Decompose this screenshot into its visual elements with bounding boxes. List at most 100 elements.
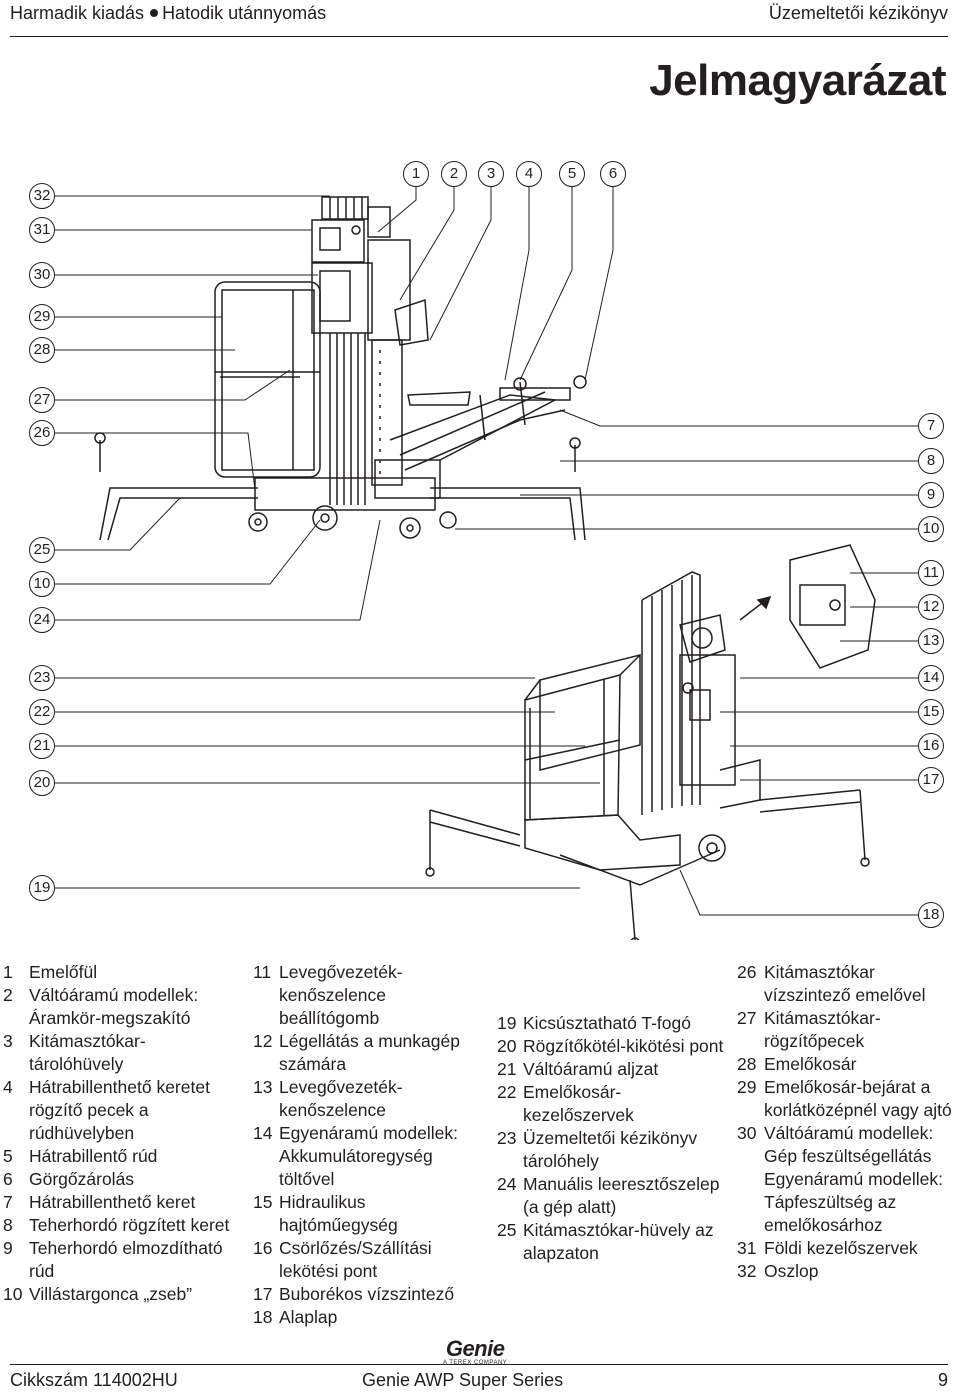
legend-number: 15 (253, 1192, 273, 1212)
callout-23: 23 (29, 665, 55, 691)
legend-number: 23 (497, 1128, 517, 1148)
callout-12: 12 (918, 594, 944, 620)
legend-number: 17 (253, 1284, 273, 1304)
legend-number: 26 (737, 962, 757, 982)
callout-26: 26 (29, 420, 55, 446)
printing-label: Hatodik utánnyomás (162, 3, 327, 23)
legend-item: 23 Üzemeltetői kézikönyv tárolóhely (497, 1127, 730, 1173)
legend-item: 10 Villástargonca „zseb” (3, 1283, 240, 1306)
callout-2: 2 (441, 161, 467, 187)
callout-3: 3 (478, 161, 504, 187)
callout-10-right: 10 (918, 516, 944, 542)
legend-number: 28 (737, 1054, 757, 1074)
legend-text: Egyenáramú modellek: Akkumulátoregység t… (279, 1123, 458, 1189)
callout-4: 4 (516, 161, 542, 187)
legend-text: Hidraulikus hajtóműegység (279, 1192, 398, 1235)
callout-7: 7 (918, 413, 944, 439)
legend-text: Kitámasztókar-tárolóhüvely (29, 1031, 146, 1074)
legend-number: 2 (3, 985, 13, 1005)
legend-number: 19 (497, 1013, 517, 1033)
legend-text: Hátrabillentő rúd (29, 1146, 158, 1166)
leader-lines (55, 187, 918, 916)
legend-number: 1 (3, 962, 13, 982)
legend-text: Teherhordó elmozdítható rúd (29, 1238, 223, 1281)
callout-32: 32 (29, 183, 55, 209)
legend-number: 27 (737, 1008, 757, 1028)
legend-text: Levegővezeték-kenőszelence (279, 1077, 403, 1120)
bullet-icon (150, 9, 159, 18)
legend-text: Kitámasztókar vízszintező emelővel (764, 962, 926, 1005)
callout-25: 25 (29, 537, 55, 563)
legend-text: Üzemeltetői kézikönyv tárolóhely (523, 1128, 698, 1171)
legend-number: 10 (3, 1284, 23, 1304)
callout-22: 22 (29, 699, 55, 725)
legend-number: 25 (497, 1220, 517, 1240)
logo-wordmark: Genie (445, 1336, 505, 1361)
legend-text: Villástargonca „zseb” (29, 1284, 193, 1304)
legend-number: 29 (737, 1077, 757, 1097)
legend-number: 5 (3, 1146, 13, 1166)
legend-text: Váltóáramú modellek: Áramkör-megszakító (29, 985, 199, 1028)
legend-item: 28 Emelőkosár (737, 1053, 959, 1076)
legend-text: Földi kezelőszervek (764, 1238, 918, 1258)
legend-text: Emelőkosár (764, 1054, 857, 1074)
legend-item: 25 Kitámasztókar-hüvely az alapzaton (497, 1219, 730, 1265)
series-name: Genie AWP Super Series (362, 1370, 564, 1390)
callout-19: 19 (29, 875, 55, 901)
legend-text: Levegővezeték-kenőszelence beállítógomb (279, 962, 403, 1028)
callout-14: 14 (918, 665, 944, 691)
legend-text: Váltóáramú modellek: Gép feszültségellát… (764, 1123, 943, 1235)
legend-text: Manuális leeresztőszelep (a gép alatt) (523, 1174, 720, 1217)
legend-text: Emelőkosár-kezelőszervek (523, 1082, 634, 1125)
callout-8: 8 (918, 448, 944, 474)
legend-number: 18 (253, 1307, 273, 1327)
part-number: Cikkszám 114002HU (10, 1370, 178, 1390)
legend-number: 20 (497, 1036, 517, 1056)
legend-number: 3 (3, 1031, 13, 1051)
legend-text: Csörlőzés/Szállítási lekötési pont (279, 1238, 432, 1281)
manual-label: Üzemeltetői kézikönyv (768, 3, 948, 23)
legend-text: Kicsúsztatható T-fogó (523, 1013, 691, 1033)
legend-item: 22 Emelőkosár-kezelőszervek (497, 1081, 730, 1127)
callout-30: 30 (29, 262, 55, 288)
legend-item: 19 Kicsúsztatható T-fogó (497, 1012, 730, 1035)
callout-20: 20 (29, 770, 55, 796)
legend-text: Teherhordó rögzített keret (29, 1215, 230, 1235)
legend-item: 3 Kitámasztókar-tárolóhüvely (3, 1030, 240, 1076)
legend-number: 22 (497, 1082, 517, 1102)
legend-text: Kitámasztókar-hüvely az alapzaton (523, 1220, 714, 1263)
legend-number: 32 (737, 1261, 757, 1281)
header-rule (10, 36, 948, 37)
machine-diagram (55, 187, 918, 940)
callout-10-left: 10 (29, 571, 55, 597)
callout-16: 16 (918, 733, 944, 759)
legend-text: Légellátás a munkagép számára (279, 1031, 460, 1074)
callout-28: 28 (29, 337, 55, 363)
genie-logo: Genie A TEREX COMPANY (443, 1338, 507, 1367)
legend-item: 2 Váltóáramú modellek: Áramkör-megszakító (3, 984, 240, 1030)
legend-number: 7 (3, 1192, 13, 1212)
legend-item: 26 Kitámasztókar vízszintező emelővel (737, 961, 959, 1007)
legend-text: Hátrabillenthető keretet rögzítő pecek a… (29, 1077, 210, 1143)
page-title: Jelmagyarázat (649, 56, 946, 105)
